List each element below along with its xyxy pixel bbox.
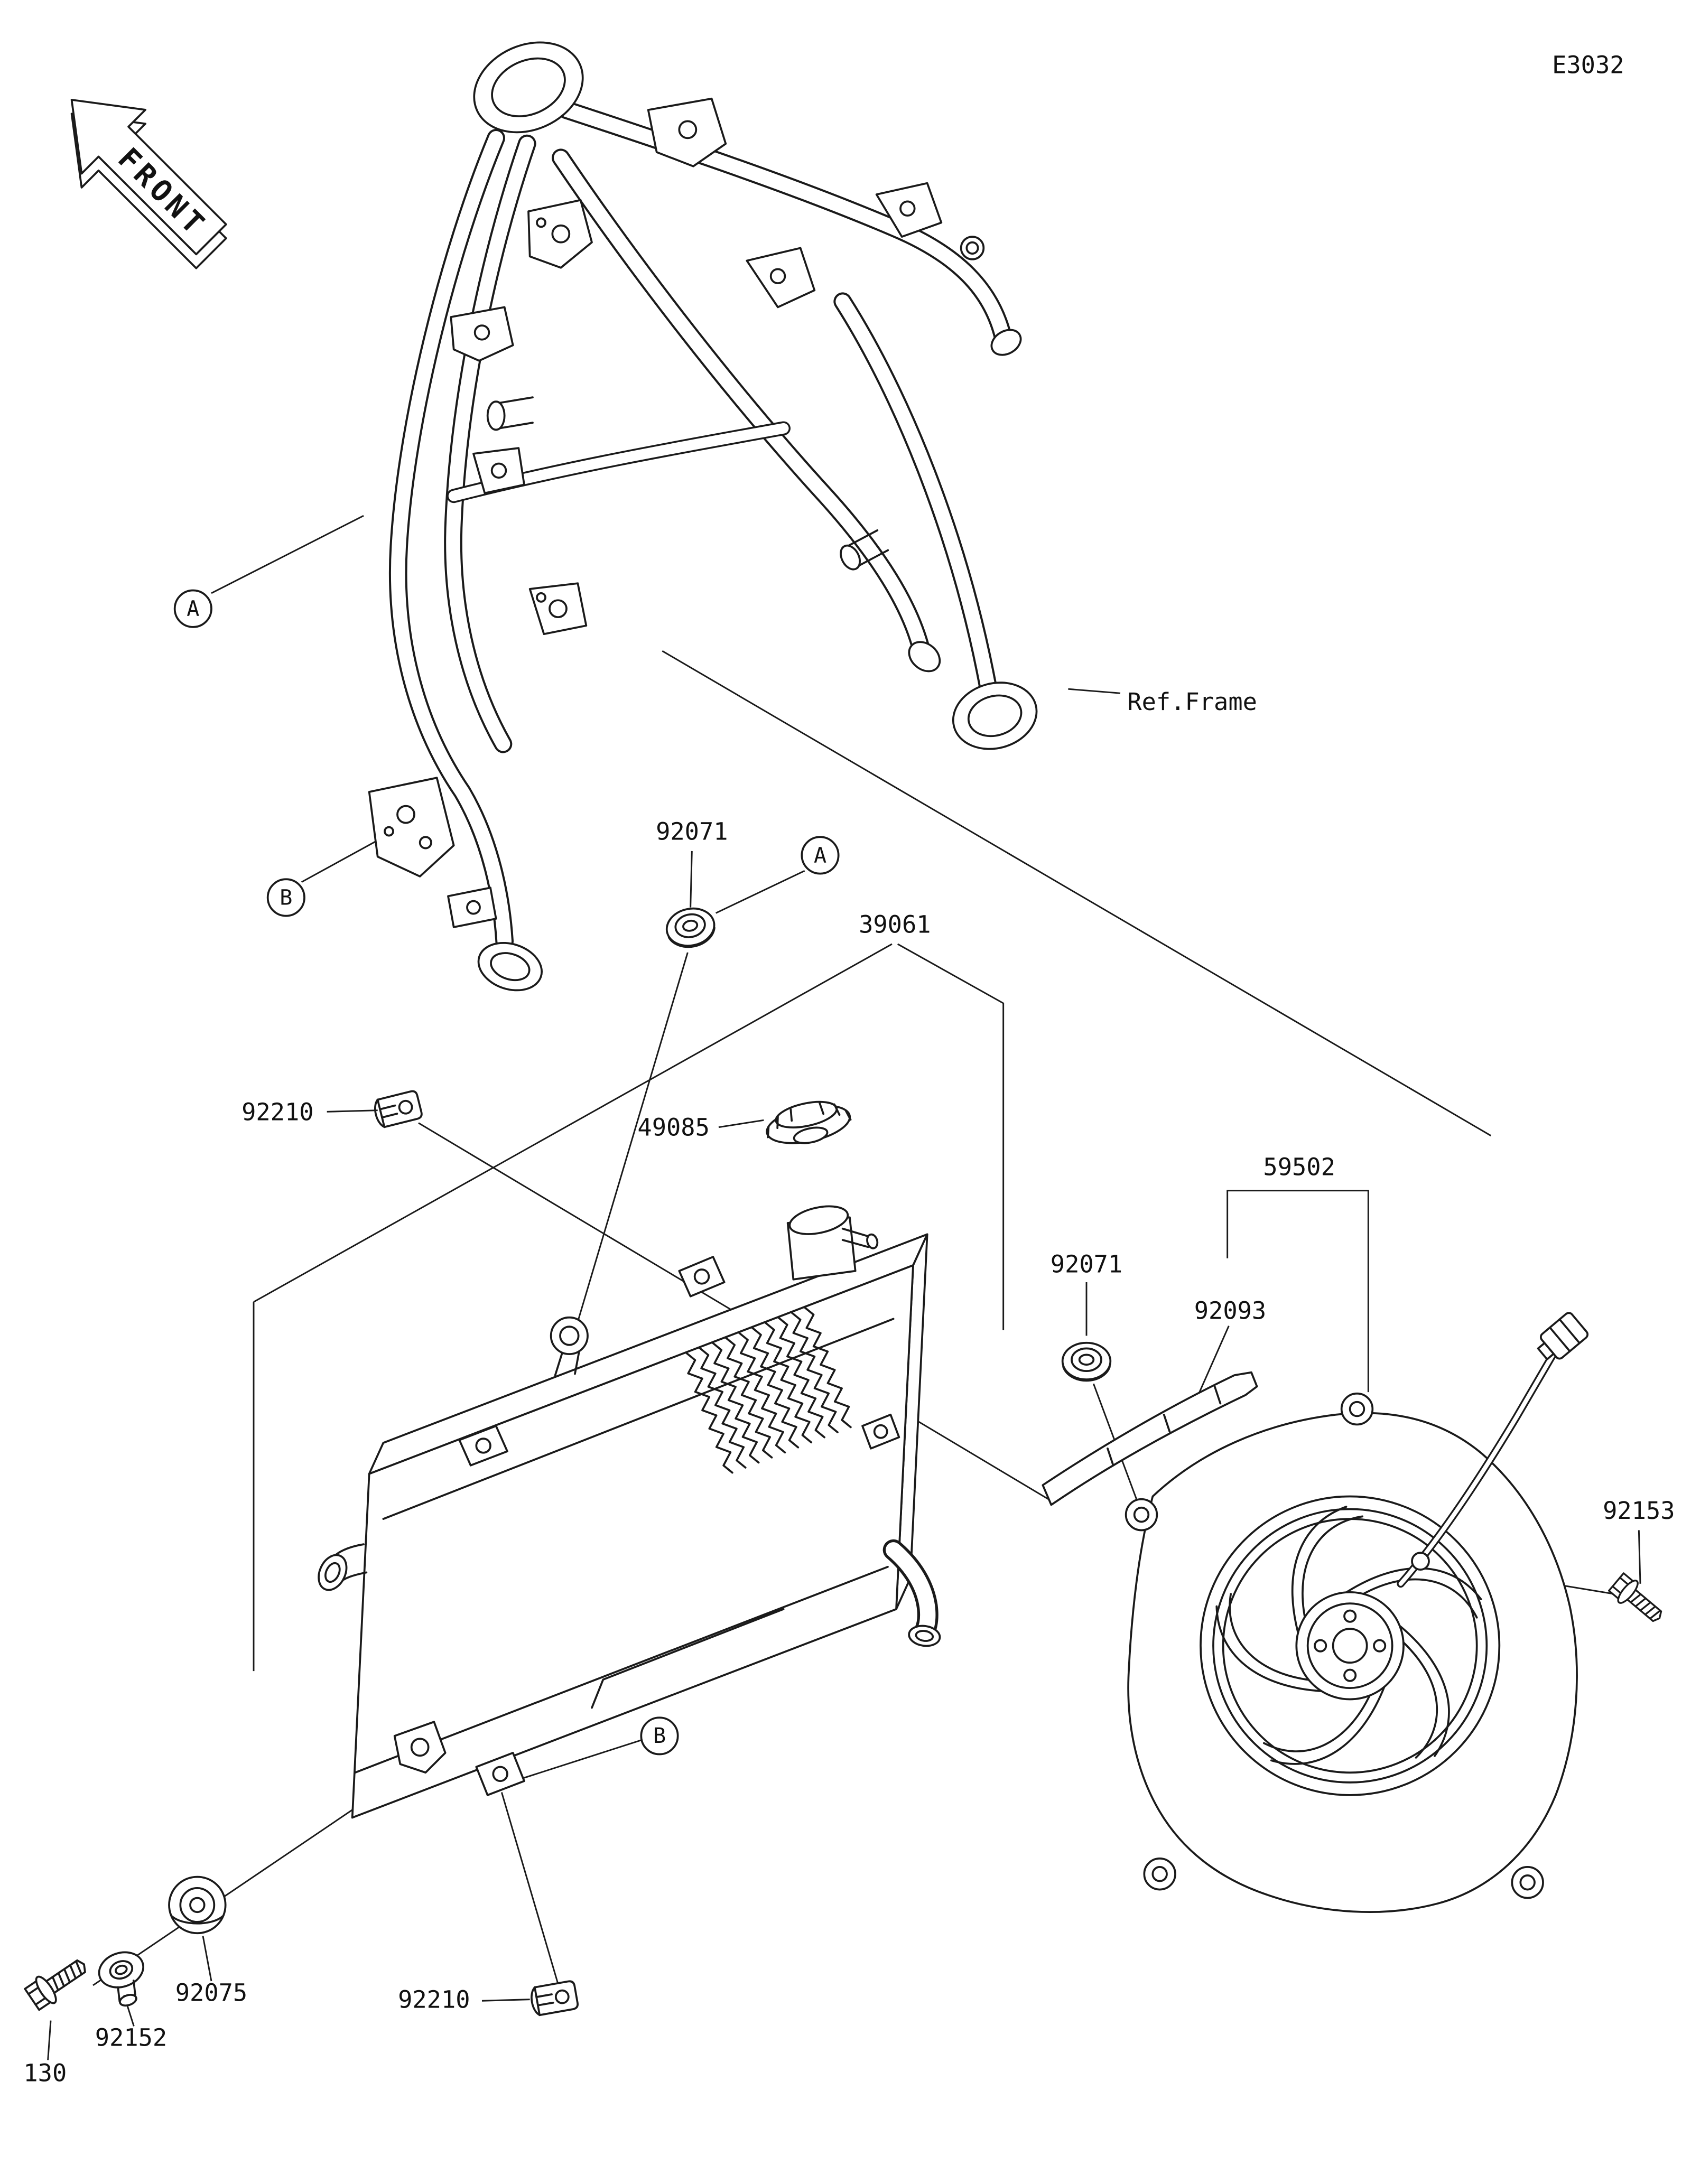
callout-b-frame: B [266, 878, 305, 917]
cooling-fan-drawing [1042, 1312, 1589, 1913]
frame-tube-end-left [477, 941, 543, 992]
radiator-front-face [351, 1264, 914, 1819]
callout-b-radiator: B [640, 1716, 679, 1756]
front-direction-label: FRONT [111, 142, 213, 244]
hardware-parts [22, 903, 1670, 2017]
clip-drawing-bottom [528, 1979, 580, 2017]
front-arrow: FRONT [70, 99, 227, 269]
clip-part-number-top: 92210 [241, 1098, 313, 1126]
callout-a-grommet: A [801, 836, 840, 875]
leader-callout-a-frame [211, 515, 364, 594]
collar-part-number: 92152 [95, 2024, 167, 2052]
frame-tube-end-inner [908, 641, 941, 673]
radiator-hanger-ring [550, 1316, 589, 1376]
fan-wire-connector [1397, 1312, 1589, 1588]
radiator-filler-neck [786, 1205, 879, 1281]
grommet-drawing-frame [662, 903, 719, 953]
collar-drawing [98, 1951, 144, 2007]
frame-mount-boss-left [486, 396, 534, 431]
bolt-drawing-92153 [1606, 1570, 1670, 1630]
radiator-left-outlet [318, 1543, 368, 1591]
leader-ref-frame [1068, 688, 1121, 694]
radiator-brackets [393, 1256, 900, 1796]
leader-mount-bolt [47, 2020, 52, 2060]
cap-part-number: 49085 [637, 1114, 709, 1142]
grommet-drawing-fan [1061, 1341, 1112, 1382]
radiator-tank-seams [354, 1318, 895, 1774]
leader-callout-a-grommet [716, 870, 805, 914]
frame-tube-end-upper-right [990, 329, 1022, 356]
frame-brackets [368, 97, 985, 928]
radiator-drawing [318, 1205, 941, 1819]
frame-mount-boss-right [840, 529, 889, 571]
fan-shroud-ears [1125, 1392, 1544, 1899]
pad-part-number: 92093 [1194, 1296, 1266, 1324]
pad-drawing [1042, 1371, 1258, 1506]
grommet-part-number-frame: 92071 [656, 818, 728, 846]
assembly-line-frame-to-fan [662, 650, 1492, 1136]
frame-drawing [368, 41, 1038, 992]
leader-grommet-top [690, 851, 693, 908]
callout-a-frame: A [173, 589, 212, 628]
svg-text:B: B [280, 885, 292, 910]
leader-grommet-to-hanger [577, 952, 689, 1322]
clip-part-number-bottom: 92210 [398, 1986, 470, 2014]
radiator-lower-hose [882, 1539, 941, 1647]
diagram-code: E3032 [1552, 51, 1624, 79]
damper-part-number: 92075 [175, 1978, 247, 2006]
leader-clip-bottom [481, 1792, 559, 2002]
mount-bolt-part-number: 130 [23, 2059, 67, 2087]
leader-fan-assembly-bracket [1227, 1190, 1369, 1393]
svg-text:B: B [653, 1724, 666, 1748]
fan-part-number: 59502 [1263, 1153, 1335, 1181]
radiator-cap-drawing [766, 1100, 852, 1144]
fan-shroud-opening [1200, 1495, 1501, 1796]
grommet-part-number-fan: 92071 [1051, 1250, 1122, 1278]
leader-callout-b-radiator [518, 1739, 642, 1780]
frame-tube-end-right [952, 682, 1038, 750]
leader-cap [718, 1119, 764, 1128]
fan-bolt-part-number: 92153 [1603, 1497, 1675, 1525]
clip-drawing-top [371, 1089, 424, 1130]
radiator-part-number: 39061 [859, 911, 931, 939]
steering-head [473, 41, 584, 134]
leader-callout-b-frame [301, 833, 389, 883]
svg-text:A: A [814, 843, 826, 867]
leader-damper [202, 1936, 212, 1982]
radiator-core-fins [685, 1306, 852, 1474]
bolt-drawing-130 [22, 1950, 94, 2013]
leader-radiator-bracket [253, 943, 1005, 1672]
damper-drawing [168, 1875, 227, 1935]
fan-blades [1197, 1496, 1488, 1787]
ref-frame-label: Ref.Frame [1127, 688, 1257, 716]
svg-text:A: A [187, 597, 199, 621]
